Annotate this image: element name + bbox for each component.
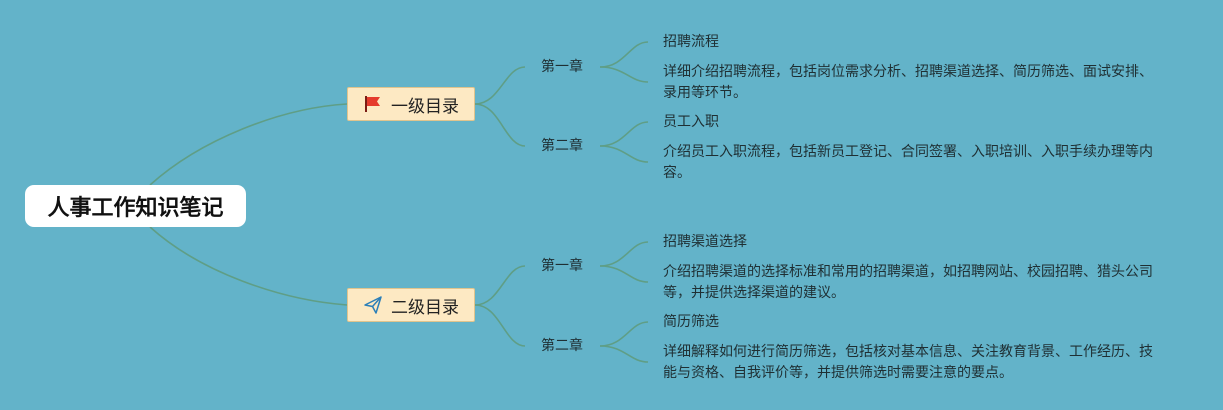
connector-root-branch-1 <box>149 103 348 186</box>
branch-2-chapter-2[interactable]: 第二章 <box>541 338 583 354</box>
b1-c1-desc[interactable]: 详细介绍招聘流程，包括岗位需求分析、招聘渠道选择、简历筛选、面试安排、录用等环节… <box>663 64 1153 101</box>
connector-b1c1-desc <box>599 66 649 83</box>
connector-b2c1-title <box>599 241 649 267</box>
connector-b2c2-title <box>599 321 649 347</box>
root-node[interactable]: 人事工作知识笔记 <box>25 185 246 227</box>
b2-c2-desc[interactable]: 详细解释如何进行简历筛选，包括核对基本信息、关注教育背景、工作经历、技能与资格、… <box>663 344 1153 381</box>
b1-c1-title[interactable]: 招聘流程 <box>663 34 719 50</box>
connector-branch-1-chapter-1 <box>474 66 526 105</box>
b2-c2-title[interactable]: 简历筛选 <box>663 314 719 330</box>
connector-b1c2-title <box>599 121 649 147</box>
connector-root-branch-2 <box>149 226 348 306</box>
connector-branch-1-chapter-2 <box>474 103 526 147</box>
red-flag-icon <box>363 94 383 114</box>
branch-node-2-label: 二级目录 <box>391 297 459 318</box>
b1-c2-title[interactable]: 员工入职 <box>663 114 719 130</box>
branch-node-1[interactable]: 一级目录 <box>347 87 475 121</box>
branch-node-1-label: 一级目录 <box>391 96 459 117</box>
branch-2-chapter-1[interactable]: 第一章 <box>541 258 583 274</box>
connector-branch-2-chapter-2 <box>474 304 526 347</box>
root-node-label: 人事工作知识笔记 <box>47 196 224 221</box>
connector-b2c1-desc <box>599 265 649 283</box>
b2-c1-desc[interactable]: 介绍招聘渠道的选择标准和常用的招聘渠道，如招聘网站、校园招聘、猎头公司等，并提供… <box>663 264 1153 301</box>
b1-c2-desc[interactable]: 介绍员工入职流程，包括新员工登记、合同签署、入职培训、入职手续办理等内容。 <box>663 144 1153 181</box>
connector-b1c2-desc <box>599 145 649 163</box>
branch-1-chapter-1[interactable]: 第一章 <box>541 59 583 75</box>
branch-node-2[interactable]: 二级目录 <box>347 288 475 322</box>
b2-c1-title[interactable]: 招聘渠道选择 <box>663 234 747 250</box>
paper-plane-icon <box>363 295 383 315</box>
connector-b2c2-desc <box>599 345 649 363</box>
connector-b1c1-title <box>599 41 649 68</box>
branch-1-chapter-2[interactable]: 第二章 <box>541 138 583 154</box>
connector-branch-2-chapter-1 <box>474 265 526 306</box>
